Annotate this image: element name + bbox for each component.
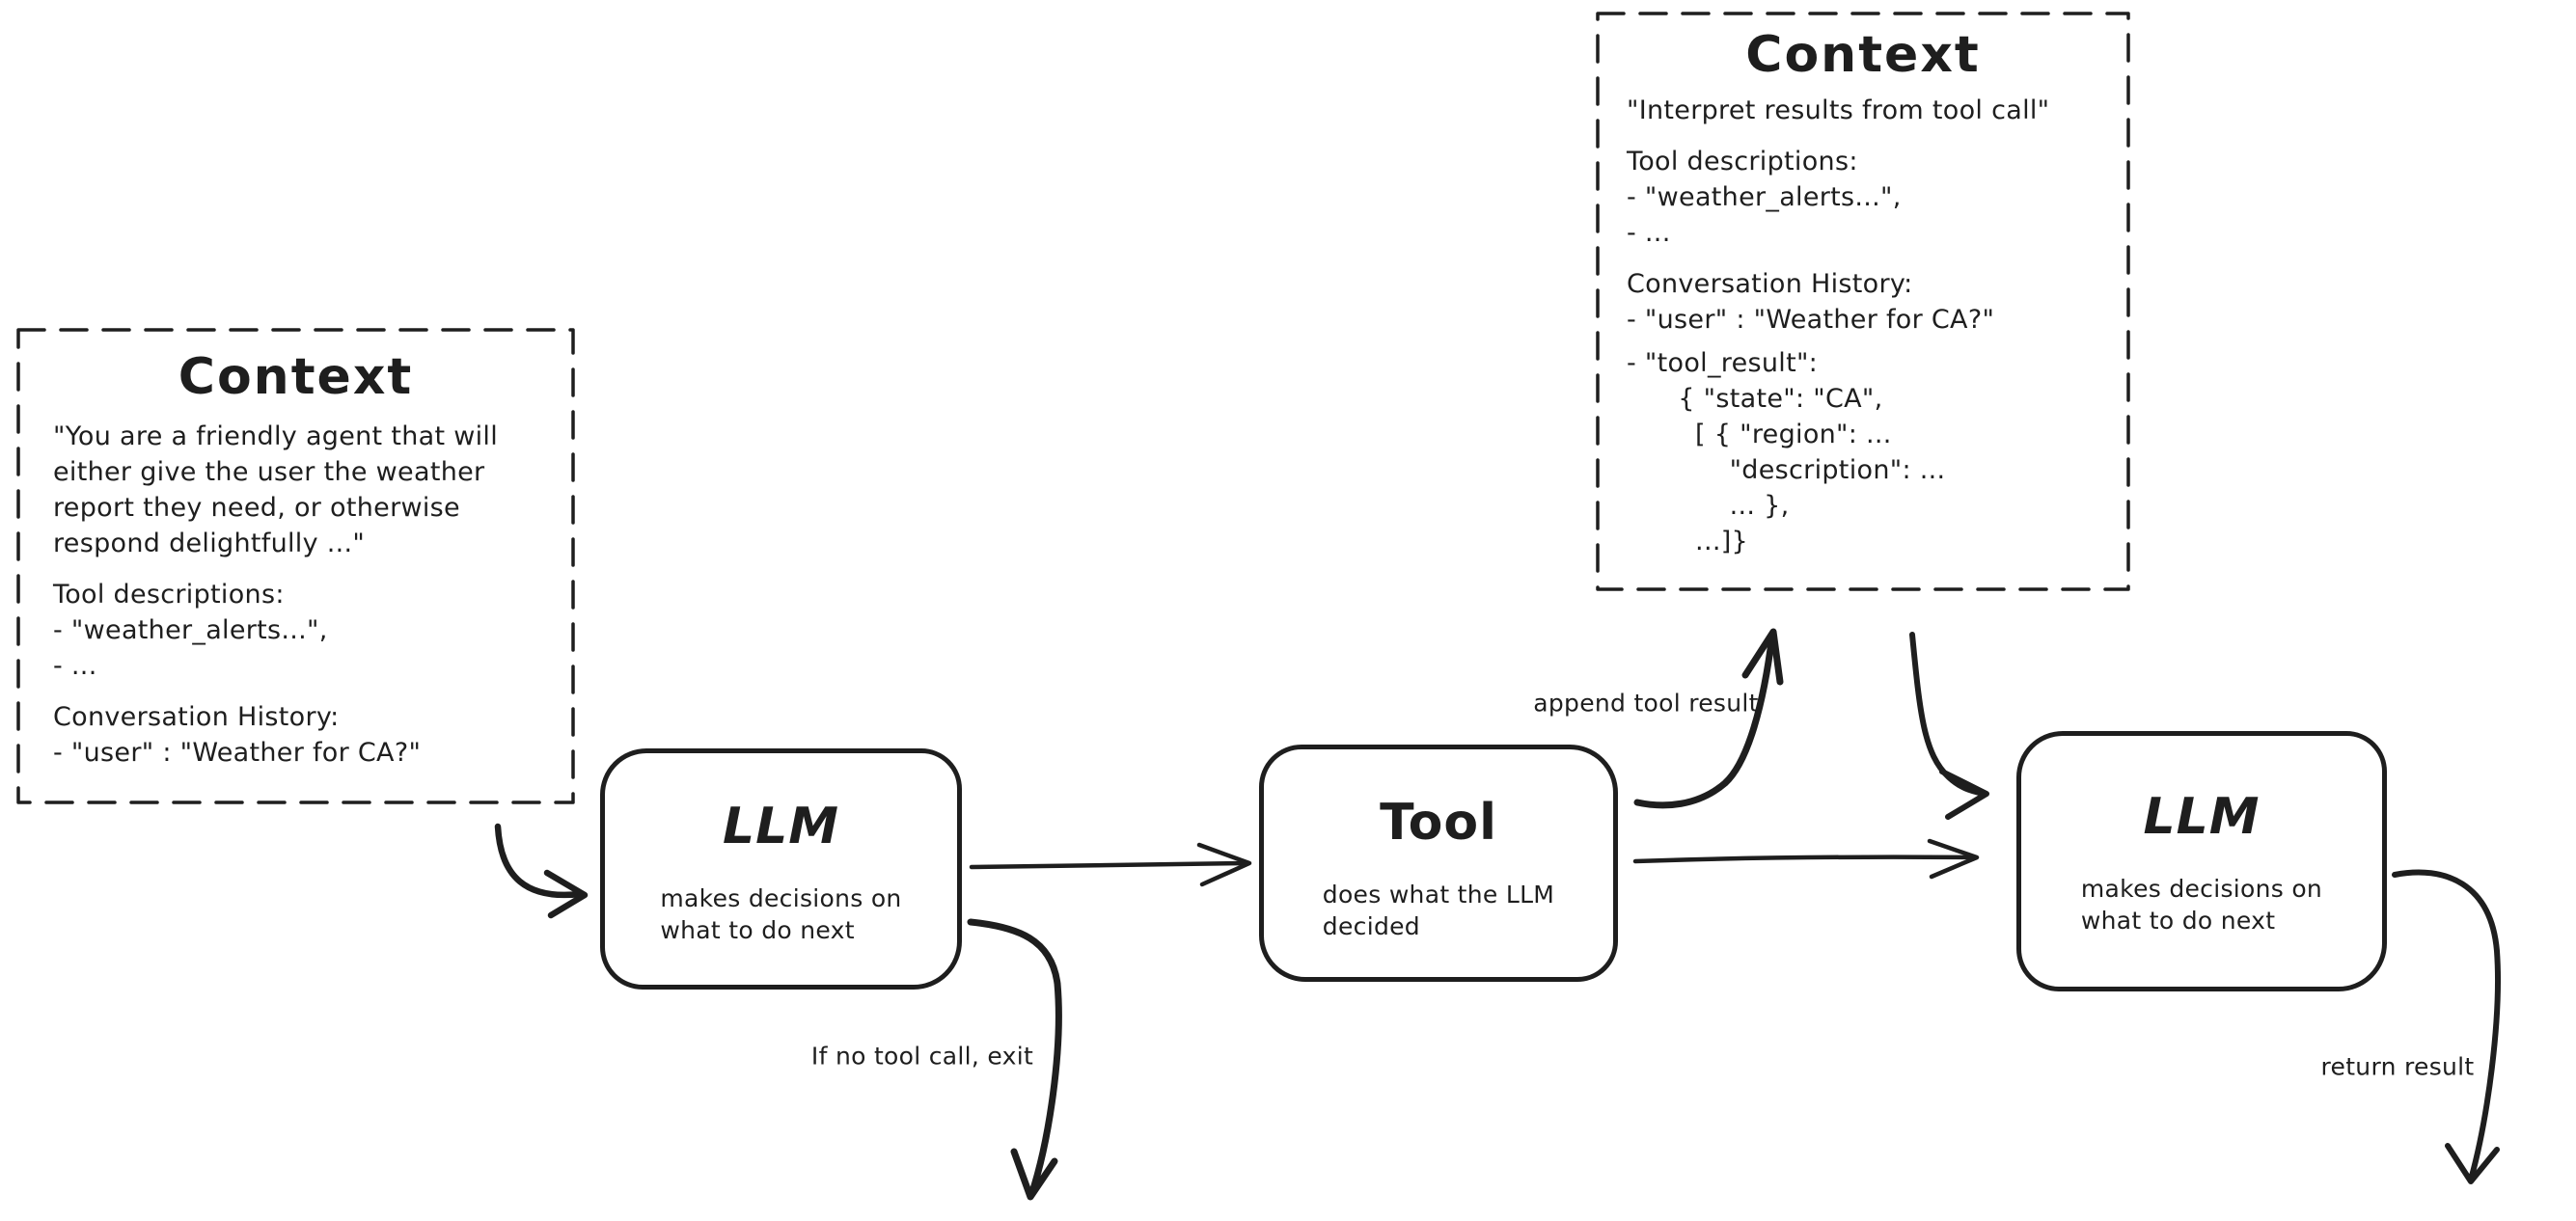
context-top-title: Context <box>1745 26 1981 84</box>
context-top-box: Context "Interpret results from tool cal… <box>1598 14 2128 589</box>
node-tool-title: Tool <box>1380 794 1497 852</box>
node-llm-2: LLM makes decisions on what to do next <box>2016 731 2387 991</box>
edge-label-append-tool-result: append tool result <box>1533 689 1759 718</box>
context-top-instruction: "Interpret results from tool call" <box>1627 95 2050 125</box>
node-tool-subtitle: does what the LLM decided <box>1322 881 1555 940</box>
arrow-context-top-to-llm2 <box>1909 632 1989 820</box>
node-tool: Tool does what the LLM decided <box>1259 745 1618 982</box>
context-left-system-prompt: "You are a friendly agent that will eith… <box>53 421 499 558</box>
arrow-tool-to-llm2 <box>1632 838 1980 880</box>
node-llm-1-title: LLM <box>722 798 839 855</box>
arrow-return-result <box>2392 869 2501 1184</box>
node-llm-1-subtitle: makes decisions on what to do next <box>660 884 902 944</box>
context-left-box: Context "You are a friendly agent that w… <box>18 330 573 802</box>
node-llm-1: LLM makes decisions on what to do next <box>600 748 962 990</box>
node-llm-2-title: LLM <box>2143 788 2261 846</box>
arrow-append-tool-result <box>1633 628 1784 809</box>
context-top-conversation-history: Conversation History: - "user" : "Weathe… <box>1627 269 1995 335</box>
arrow-llm1-to-tool <box>969 842 1252 887</box>
node-llm-2-subtitle: makes decisions on what to do next <box>2080 875 2323 935</box>
context-top-tool-result: - "tool_result": { "state": "CA", [ { "r… <box>1627 348 1946 556</box>
edge-label-return-result: return result <box>2320 1052 2475 1081</box>
arrow-context-left-to-llm1 <box>494 823 589 919</box>
edge-label-if-no-tool-call-exit: If no tool call, exit <box>810 1042 1034 1071</box>
context-left-tool-descriptions: Tool descriptions: - "weather_alerts..."… <box>53 580 328 681</box>
context-top-tool-descriptions: Tool descriptions: - "weather_alerts..."… <box>1627 147 1902 248</box>
context-left-title: Context <box>178 348 414 406</box>
context-left-conversation-history: Conversation History: - "user" : "Weathe… <box>53 702 422 768</box>
